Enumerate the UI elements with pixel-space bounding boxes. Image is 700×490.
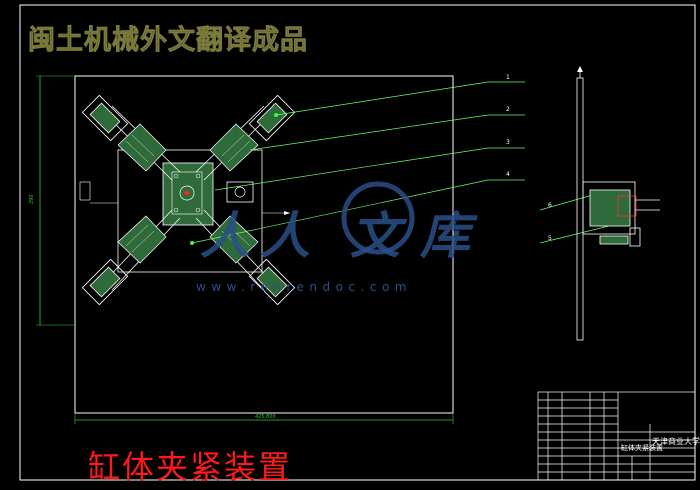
drawing-caption: 缸体夹紧装置	[88, 448, 293, 486]
watermark-char-4: 库	[420, 206, 470, 265]
fixture-body	[117, 149, 263, 273]
clamp-jaws	[117, 123, 259, 264]
title-block-drawing-name: 缸体夹紧装置	[621, 443, 663, 452]
watermark-site-url: www.renrendoc.com	[196, 280, 412, 294]
svg-text:290: 290	[29, 194, 35, 204]
title-block	[537, 391, 696, 481]
svg-text:425,800: 425,800	[255, 414, 276, 420]
callout-6: 6	[548, 202, 552, 209]
callout-2: 2	[506, 106, 510, 113]
banner-title: 闽土机械外文翻译成品	[28, 25, 308, 57]
watermark-char-2: 人	[260, 206, 310, 265]
leader-lines	[191, 81, 626, 244]
watermark-char-3: 文	[350, 206, 400, 265]
callout-4: 4	[506, 171, 510, 178]
side-view	[576, 66, 660, 341]
jaw-hatching	[125, 134, 251, 253]
callout-numbers: 1 2 3 4 5 6	[506, 74, 552, 242]
callout-1: 1	[506, 74, 510, 81]
callout-5: 5	[548, 235, 552, 242]
base-plate-outline	[74, 75, 454, 414]
corner-cylinders	[81, 94, 296, 306]
title-block-school: 天津商业大学	[652, 436, 700, 446]
callout-3: 3	[506, 139, 510, 146]
watermark-char-1: 人	[200, 206, 250, 265]
watermark-logo	[341, 181, 415, 255]
sheet-border	[19, 4, 696, 481]
plan-view: 290 425,800	[29, 75, 454, 424]
